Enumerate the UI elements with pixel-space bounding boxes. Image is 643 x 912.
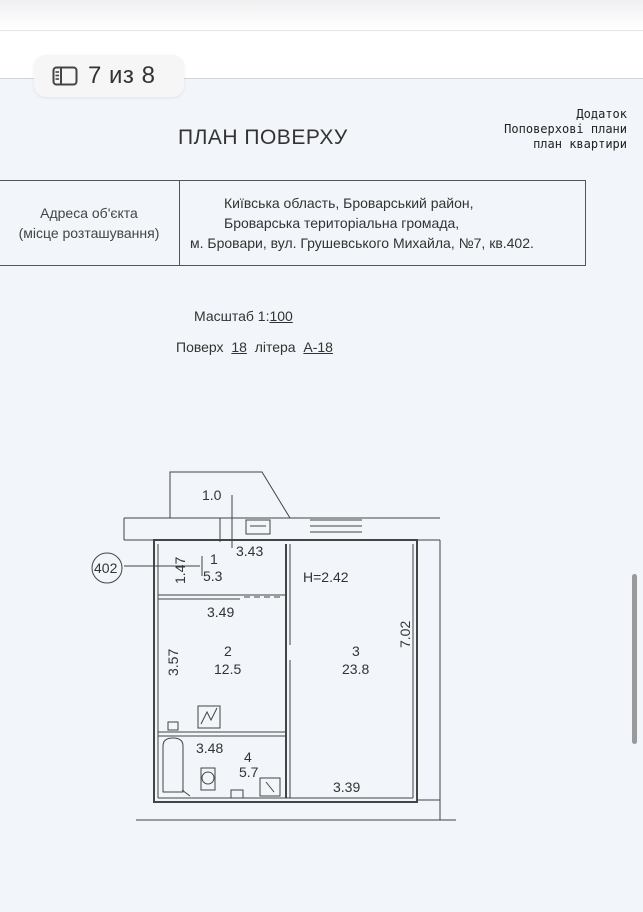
- page-title: ПЛАН ПОВЕРХУ: [178, 126, 348, 149]
- address-table: Адреса об'єкта (місце розташування) Київ…: [0, 180, 586, 266]
- dimension-label: 1.47: [172, 557, 188, 584]
- address-line: Броварська територіальна громада,: [224, 215, 460, 231]
- plan-lines: [123, 471, 456, 821]
- apartment-number-marker: [91, 552, 123, 584]
- balcony-dimension: 1.0: [202, 487, 222, 503]
- address-line: Київська область, Броварський район,: [224, 195, 474, 211]
- litera-value: А-18: [303, 339, 333, 355]
- sidebar-toggle-icon[interactable]: [52, 66, 78, 86]
- floor-line: Поверх 18 літера А-18: [176, 339, 333, 355]
- room-number: 3: [352, 643, 360, 659]
- page-indicator[interactable]: 7 из 8: [34, 55, 184, 97]
- dimension-label: 7.02: [397, 621, 413, 648]
- room-number: 2: [224, 643, 232, 659]
- scale-line: Масштаб 1:100: [194, 308, 293, 324]
- appendix-line: Додаток: [576, 107, 627, 121]
- litera-label: літера: [254, 339, 296, 355]
- address-label: Адреса об'єкта: [40, 205, 138, 221]
- dimension-label: 3.43: [236, 543, 263, 559]
- top-bar: [0, 0, 643, 31]
- dimension-label: 3.48: [196, 740, 223, 756]
- floor-plan: 402 1.0 3.43 1.47 1 5.3 H=2.42 3.49 7.02…: [91, 471, 456, 821]
- scale-label: Масштаб 1:: [194, 308, 270, 324]
- document-page: [0, 78, 643, 912]
- address-value-cell: Київська область, Броварський район, Бро…: [180, 181, 585, 265]
- room-area: 23.8: [342, 661, 369, 677]
- room-number: 1: [210, 551, 218, 567]
- scrollbar-thumb[interactable]: [632, 574, 637, 744]
- ceiling-height: H=2.42: [303, 569, 349, 585]
- address-line: м. Бровари, вул. Грушевського Михайла, №…: [190, 235, 534, 251]
- dimension-label: 3.49: [207, 604, 234, 620]
- scale-value: 100: [269, 308, 293, 324]
- appendix-line: Поповерхові плани: [504, 122, 627, 136]
- dimension-label: 3.57: [165, 649, 181, 676]
- appendix-note: Додаток Поповерхові плани план квартири: [504, 107, 627, 152]
- room-area: 5.7: [239, 764, 259, 780]
- appendix-line: план квартири: [533, 137, 627, 151]
- room-area: 5.3: [203, 568, 223, 584]
- room-number: 4: [244, 749, 252, 765]
- floor-label: Поверх: [176, 339, 224, 355]
- room-area: 12.5: [214, 661, 241, 677]
- dimension-label: 3.39: [333, 779, 360, 795]
- floor-value: 18: [231, 339, 247, 355]
- address-label-sub: (місце розташування): [18, 225, 160, 241]
- address-label-cell: Адреса об'єкта (місце розташування): [0, 181, 180, 265]
- page-indicator-text: 7 из 8: [88, 62, 156, 89]
- apartment-number: 402: [94, 560, 118, 576]
